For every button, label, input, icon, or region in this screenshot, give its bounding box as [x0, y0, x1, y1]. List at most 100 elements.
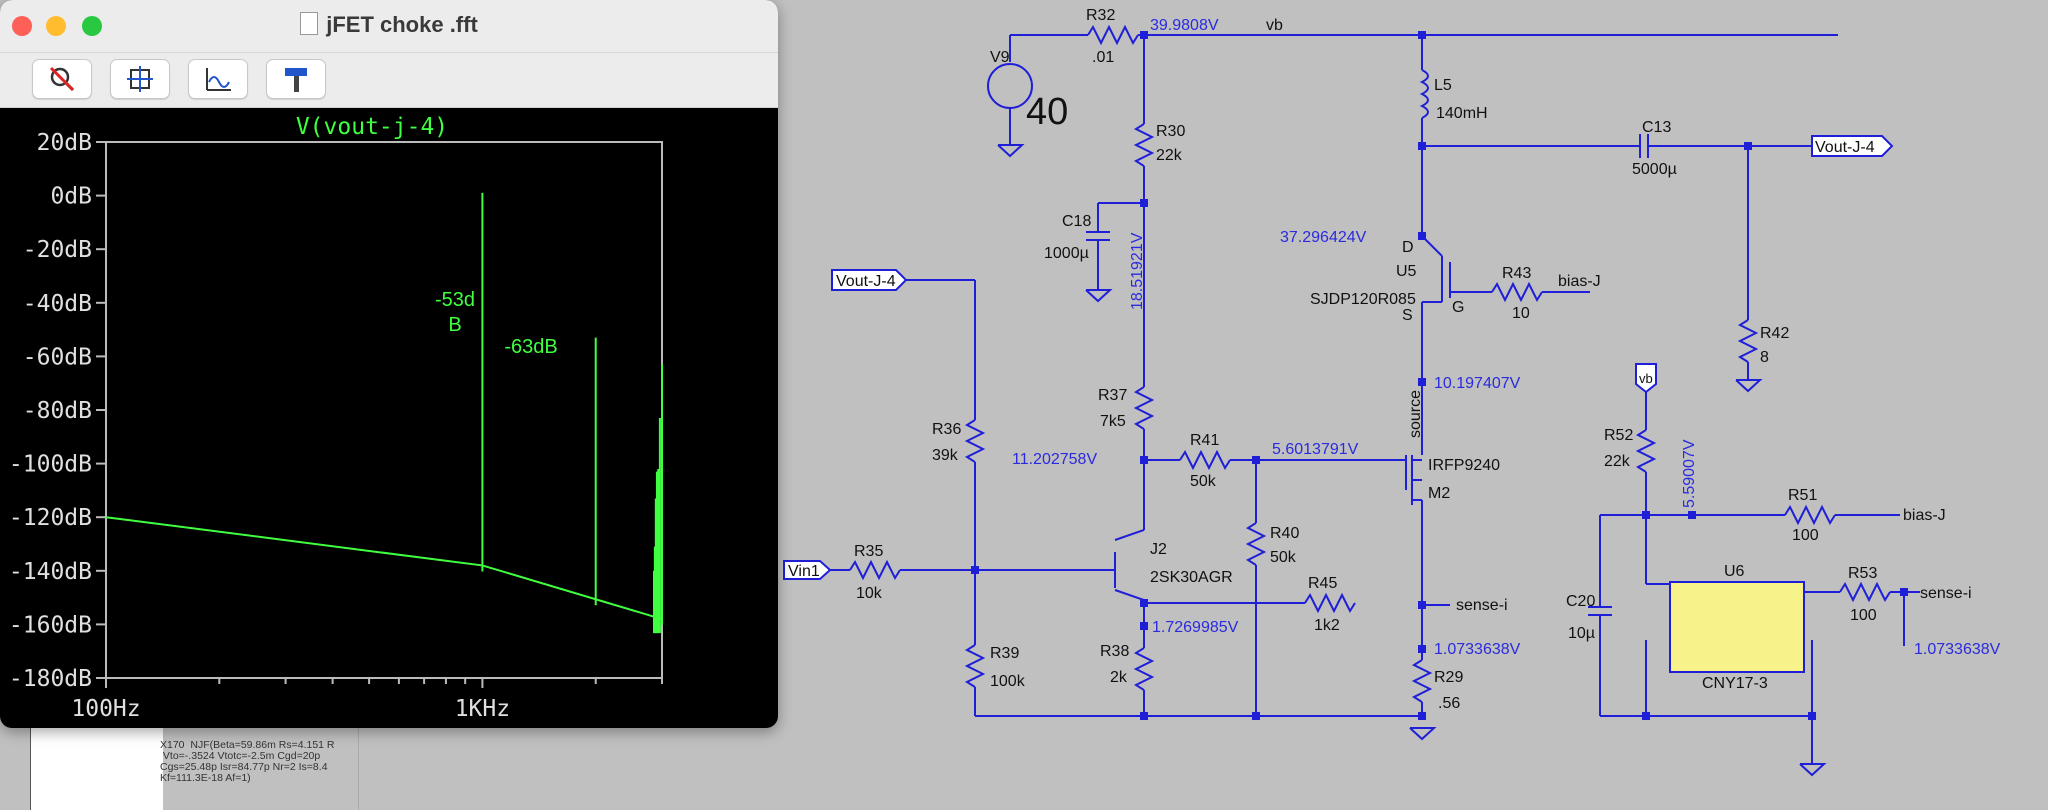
u5-d-label: D — [1402, 239, 1414, 256]
u5-label: U5 — [1396, 263, 1417, 280]
r38-value: 2k — [1110, 669, 1128, 686]
sense-i-label: sense-i — [1456, 597, 1508, 614]
hammer-button[interactable] — [266, 59, 326, 99]
r52-label: R52 — [1604, 427, 1633, 444]
y-tick-label: -140dB — [9, 559, 92, 585]
r45-value: 1k2 — [1314, 617, 1340, 634]
autoscale-button[interactable] — [110, 59, 170, 99]
r53-label: R53 — [1848, 565, 1877, 582]
schematic-node-dots — [971, 31, 1908, 720]
annotation-minus-53db: -53d — [435, 289, 475, 311]
model-line-4: Kf=111.3E-18 Af=1) — [160, 772, 251, 784]
vb-label: vb — [1266, 17, 1283, 34]
source-label: source — [1407, 390, 1424, 438]
r35-label: R35 — [854, 543, 883, 560]
r45-label: R45 — [1308, 575, 1337, 592]
model-line-1: X170 NJF(Beta=59.86m Rs=4.151 R — [160, 739, 335, 751]
c20-value: 10µ — [1568, 625, 1595, 642]
annotation-minus-63db: -63dB — [504, 336, 557, 358]
panel-divider — [358, 728, 359, 810]
document-icon — [300, 12, 319, 35]
r29-value: .56 — [1438, 695, 1460, 712]
waveform-settings-icon — [206, 68, 231, 91]
r40-value: 50k — [1270, 549, 1297, 566]
hammer-icon — [285, 68, 307, 92]
minimize-button[interactable] — [46, 16, 66, 36]
u5-g-label: G — [1452, 299, 1464, 316]
u6-part: CNY17-3 — [1702, 675, 1768, 692]
vin1-label: Vin1 — [788, 563, 820, 580]
r41-value: 50k — [1190, 473, 1217, 490]
c13-value: 5000µ — [1632, 161, 1677, 178]
l5-value: 140mH — [1436, 105, 1488, 122]
plot-frame — [105, 141, 663, 679]
sense-i-label-2: sense-i — [1920, 585, 1972, 602]
r30-value: 22k — [1156, 147, 1183, 164]
vb-port-flag[interactable] — [1635, 363, 1657, 394]
y-tick-label: 20dB — [37, 130, 92, 156]
title-bar[interactable]: jFET choke .fft — [0, 0, 778, 53]
u6-label: U6 — [1724, 563, 1745, 580]
close-button[interactable] — [12, 16, 32, 36]
zoom-button[interactable] — [82, 16, 102, 36]
vb-flag-label: vb — [1639, 371, 1653, 386]
noise-floor-line — [105, 516, 663, 620]
r51-label: R51 — [1788, 487, 1817, 504]
drain-voltage: 37.296424V — [1280, 229, 1367, 246]
r36-value: 39k — [932, 447, 959, 464]
j2-part: 2SK30AGR — [1150, 569, 1233, 586]
r32-label: R32 — [1086, 7, 1115, 24]
u5-s-label: S — [1402, 307, 1413, 324]
y-tick-label: 0dB — [50, 184, 92, 210]
no-probe-button[interactable] — [32, 59, 92, 99]
r30-label: R30 — [1156, 123, 1185, 140]
y-tick-label: -20dB — [23, 237, 92, 263]
model-line-2: Vto=-.3524 Vtotc=-2.5m Cgd=20p — [160, 750, 321, 762]
y-tick-label: -120dB — [9, 505, 92, 531]
r29-node-voltage: 1.0733638V — [1434, 641, 1521, 658]
irfp-label: IRFP9240 — [1428, 457, 1500, 474]
optocoupler-u6[interactable] — [1669, 581, 1805, 673]
r52-node-voltage: 5.59007V — [1681, 439, 1698, 508]
r52-value: 22k — [1604, 453, 1631, 470]
r38-label: R38 — [1100, 643, 1129, 660]
r29-label: R29 — [1434, 669, 1463, 686]
annotation-minus-53db-suffix: B — [448, 314, 461, 336]
r40-label: R40 — [1270, 525, 1299, 542]
fft-chart[interactable]: 20dB0dB-20dB-40dB-60dB-80dB-100dB-120dB-… — [0, 106, 778, 728]
r43-value: 10 — [1512, 305, 1530, 322]
window-title-text: jFET choke .fft — [326, 12, 478, 37]
vb-node-voltage: 39.9808V — [1150, 17, 1219, 34]
no-probe-icon — [49, 66, 75, 92]
y-tick-label: -80dB — [23, 398, 92, 424]
window-title: jFET choke .fft — [0, 12, 778, 38]
r38-node-voltage: 1.7269985V — [1152, 619, 1239, 636]
trace-title[interactable]: V(vout-j-4) — [296, 114, 448, 140]
vout-port-flag[interactable] — [1811, 135, 1894, 157]
model-line-3: Cgs=25.48p Isr=84.77p Nr=2 Is=8.4 — [160, 761, 328, 773]
bias-j-label: bias-J — [1558, 273, 1601, 290]
r43-label: R43 — [1502, 265, 1531, 282]
y-tick-label: -100dB — [9, 452, 92, 478]
r41-label: R41 — [1190, 432, 1219, 449]
r37-label: R37 — [1098, 387, 1127, 404]
v9-value: 40 — [1026, 91, 1068, 133]
autoscale-icon — [127, 66, 153, 92]
c18-value: 1000µ — [1044, 245, 1089, 262]
u5-part: SJDP120R085 — [1310, 291, 1416, 308]
vout-port-label: Vout-J-4 — [1815, 139, 1875, 156]
r39-label: R39 — [990, 645, 1019, 662]
r37-value: 7k5 — [1100, 413, 1126, 430]
gate-voltage: 5.6013791V — [1272, 441, 1359, 458]
r35-value: 10k — [856, 585, 883, 602]
r42-value: 8 — [1760, 349, 1769, 366]
right-node-voltage: 1.0733638V — [1914, 641, 2001, 658]
schematic-wires — [830, 24, 1920, 777]
waveform-settings-button[interactable] — [188, 59, 248, 99]
vin1-port-flag[interactable] — [783, 560, 832, 580]
source-voltage: 10.197407V — [1434, 375, 1521, 392]
vout-port-flag-left[interactable] — [831, 269, 908, 291]
